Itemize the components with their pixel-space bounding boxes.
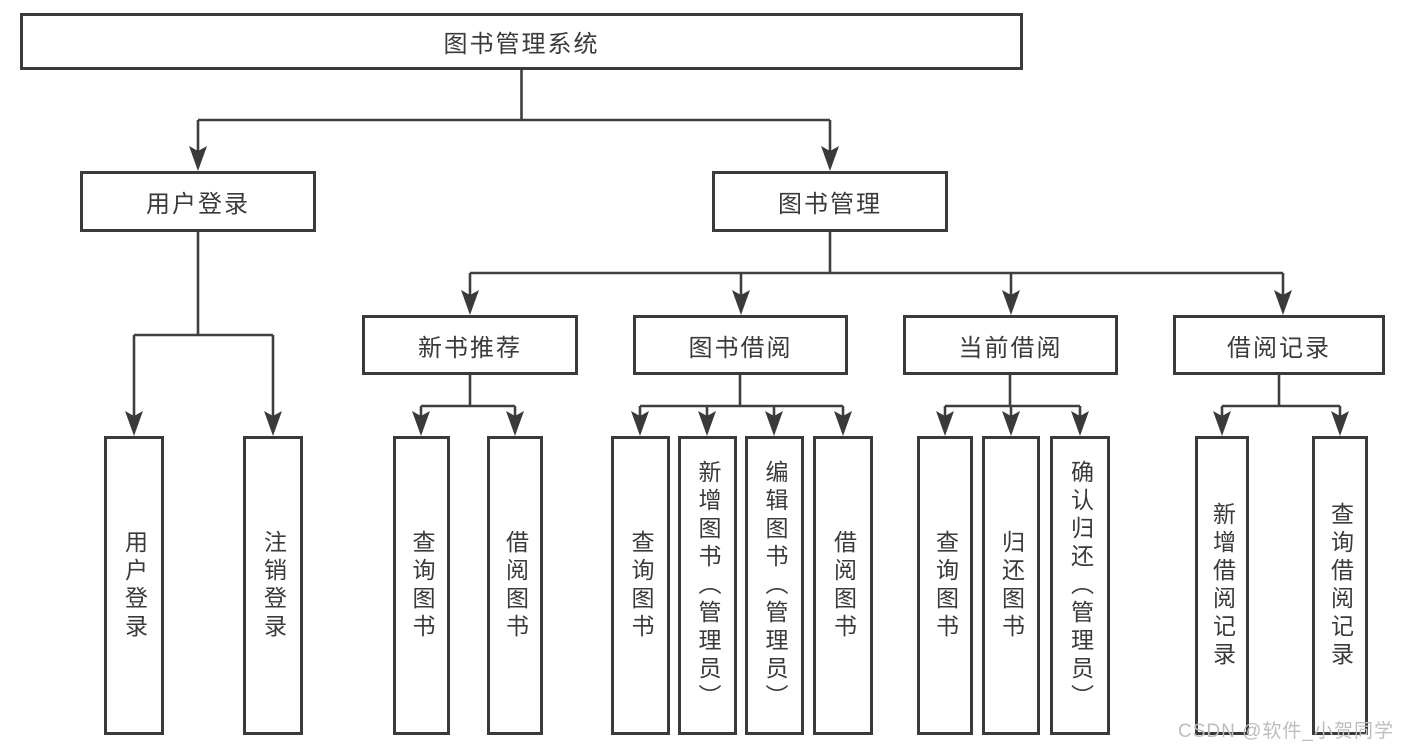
leaf-query-books-recommend: 查询图书 bbox=[393, 436, 450, 735]
arrowhead-icons bbox=[125, 146, 1349, 436]
leaf-user-login: 用户登录 bbox=[104, 436, 164, 735]
csdn-watermark: CSDN @软件_小贺同学 bbox=[1178, 721, 1394, 742]
leaf-query-borrow-record: 查询借阅记录 bbox=[1312, 436, 1368, 735]
leaf-query-books-current: 查询图书 bbox=[917, 436, 973, 735]
node-user-login: 用户登录 bbox=[80, 171, 316, 232]
node-current-borrow: 当前借阅 bbox=[903, 315, 1118, 375]
leaf-borrow-books-recommend: 借阅图书 bbox=[487, 436, 543, 735]
leaf-add-borrow-record: 新增借阅记录 bbox=[1195, 436, 1249, 735]
node-book-borrow: 图书借阅 bbox=[633, 315, 848, 375]
leaf-return-books: 归还图书 bbox=[982, 436, 1040, 735]
leaf-borrow-books: 借阅图书 bbox=[813, 436, 873, 735]
node-book-management: 图书管理 bbox=[712, 171, 948, 232]
node-new-book-recommend: 新书推荐 bbox=[362, 315, 578, 375]
leaf-logout: 注销登录 bbox=[243, 436, 303, 735]
node-library-management-system: 图书管理系统 bbox=[20, 13, 1023, 70]
leaf-add-books-admin: 新增图书（管理员） bbox=[678, 436, 737, 735]
leaf-edit-books-admin: 编辑图书（管理员） bbox=[745, 436, 804, 735]
leaf-confirm-return-admin: 确认归还（管理员） bbox=[1050, 436, 1110, 735]
leaf-query-books-borrow: 查询图书 bbox=[611, 436, 670, 735]
node-borrow-records: 借阅记录 bbox=[1173, 315, 1385, 375]
